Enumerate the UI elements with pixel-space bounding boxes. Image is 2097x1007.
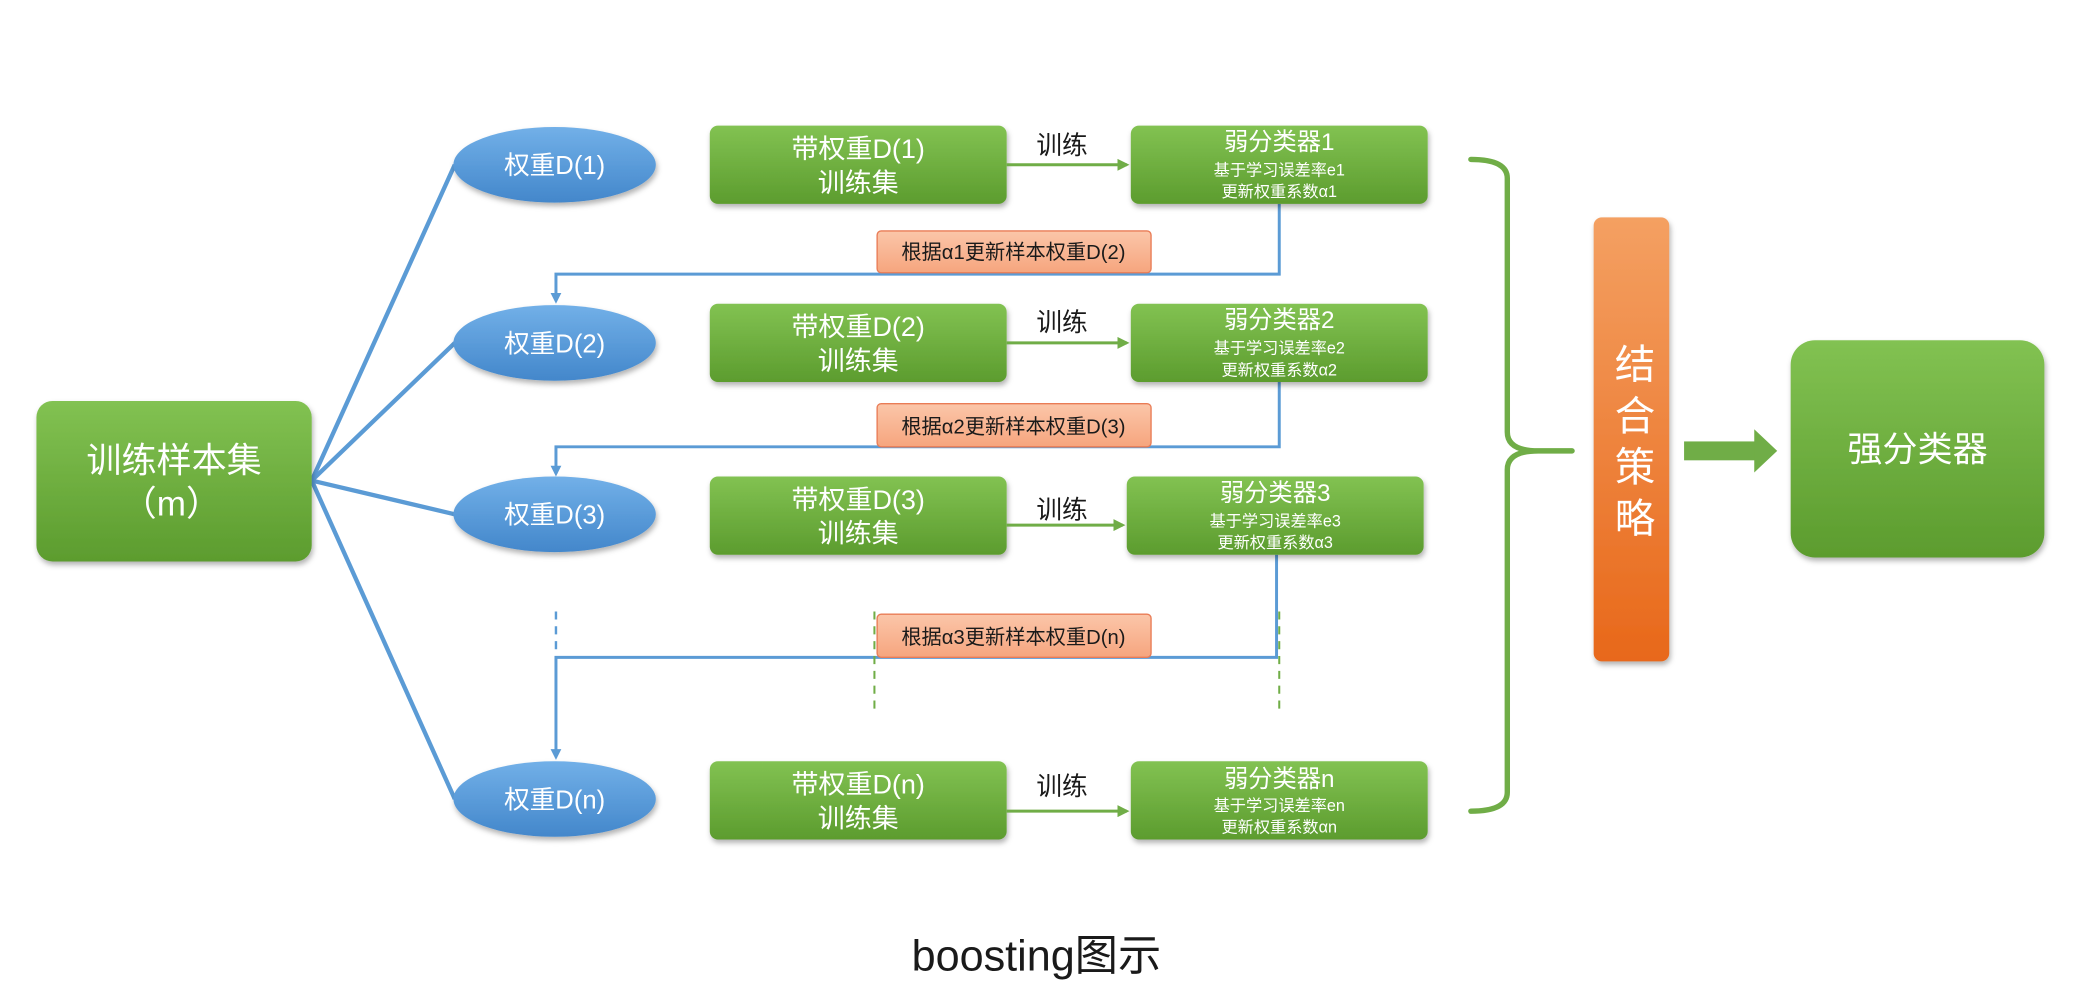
train-label: 训练	[1036, 131, 1087, 160]
weighted-set-box	[709, 125, 1007, 204]
weighted-set-box	[709, 303, 1007, 383]
weight-label: 权重D(3)	[504, 501, 605, 530]
weighted-set-title: 带权重D(n)	[792, 770, 925, 800]
update-label-3: 根据α3更新样本权重D(n)	[876, 613, 1152, 659]
update-label-2: 根据α2更新样本权重D(3)	[876, 402, 1152, 448]
weak-classifier-box	[1130, 303, 1428, 383]
weight-ellipse	[453, 761, 656, 837]
update-label-box	[876, 613, 1152, 659]
weak-classifier-alpha: 更新权重系数αn	[1222, 819, 1338, 837]
training-set-box: 训练样本集 （m）	[36, 400, 312, 562]
weighted-set-subtitle: 训练集	[818, 168, 899, 198]
update-connector-1	[550, 203, 1281, 304]
weighted-set-title: 带权重D(1)	[792, 134, 925, 164]
weak-classifier-alpha: 更新权重系数α3	[1217, 534, 1333, 552]
training-set-title: 训练样本集	[86, 441, 261, 480]
weak-classifier-title: 弱分类器1	[1224, 129, 1335, 156]
weight-label: 权重D(n)	[504, 785, 605, 814]
combine-strategy-rect	[1593, 217, 1670, 662]
output-arrow-head	[1754, 429, 1778, 473]
connector-to-weight-2	[310, 341, 457, 483]
weak-classifier-alpha: 更新权重系数α1	[1222, 183, 1338, 201]
weak-classifier-box	[1126, 476, 1424, 555]
weak-classifier-title: 弱分类器n	[1224, 766, 1335, 793]
round-row-n: 权重D(n) 带权重D(n) 训练集 训练 弱分类器n 基于学习误差率en 更新…	[453, 761, 1428, 840]
training-set-connectors	[309, 163, 457, 800]
strong-classifier-box: 强分类器	[1790, 340, 2045, 558]
update-label-box	[876, 402, 1152, 448]
weak-classifier-box	[1130, 125, 1428, 204]
update-label-1: 根据α1更新样本权重D(2)	[876, 230, 1152, 274]
weighted-set-box	[709, 476, 1007, 555]
round-row-2: 权重D(2) 带权重D(2) 训练集 训练 弱分类器2 基于学习误差率e2 更新…	[453, 303, 1428, 383]
strong-classifier-rect	[1790, 340, 2045, 558]
weighted-set-subtitle: 训练集	[818, 346, 899, 376]
weak-classifier-title: 弱分类器3	[1220, 480, 1331, 507]
train-label: 训练	[1036, 772, 1087, 801]
strong-classifier-label: 强分类器	[1847, 431, 1987, 470]
weak-classifier-title: 弱分类器2	[1224, 307, 1335, 334]
weight-ellipse	[453, 476, 656, 553]
update-label-text: 根据α1更新样本权重D(2)	[901, 241, 1125, 264]
weak-classifier-box	[1130, 761, 1428, 840]
combine-brace	[1468, 156, 1575, 814]
train-label: 训练	[1036, 308, 1087, 337]
update-label-box	[876, 230, 1152, 274]
round-row-3: 权重D(3) 带权重D(3) 训练集 训练 弱分类器3 基于学习误差率e3 更新…	[453, 476, 1424, 555]
update-label-text: 根据α3更新样本权重D(n)	[901, 626, 1125, 649]
training-set-rect	[36, 400, 312, 562]
update-label-text: 根据α2更新样本权重D(3)	[901, 415, 1125, 438]
round-row-1: 权重D(1) 带权重D(1) 训练集 训练 弱分类器1 基于学习误差率e1 更新…	[453, 125, 1428, 204]
weighted-set-title: 带权重D(3)	[792, 485, 925, 515]
combine-strategy-label: 结合策略	[1608, 343, 1654, 548]
weighted-set-subtitle: 训练集	[818, 519, 899, 549]
weight-ellipse	[453, 127, 656, 203]
weighted-set-subtitle: 训练集	[818, 803, 899, 833]
weak-classifier-error: 基于学习误差率e1	[1214, 162, 1345, 180]
weight-label: 权重D(2)	[504, 329, 605, 358]
output-arrow	[1684, 429, 1778, 473]
weak-classifier-error: 基于学习误差率en	[1214, 797, 1345, 815]
train-label: 训练	[1036, 495, 1087, 524]
diagram-caption: boosting图示	[912, 932, 1162, 980]
weak-classifier-error: 基于学习误差率e3	[1210, 512, 1341, 530]
weak-classifier-error: 基于学习误差率e2	[1214, 340, 1345, 358]
weight-label: 权重D(1)	[504, 151, 605, 180]
weighted-set-title: 带权重D(2)	[792, 312, 925, 342]
training-set-size: （m）	[122, 485, 221, 524]
weighted-set-box	[709, 761, 1007, 840]
connector-to-weight-n	[309, 479, 457, 800]
weak-classifier-alpha: 更新权重系数α2	[1222, 361, 1338, 379]
weight-ellipse	[453, 305, 656, 381]
output-arrow-shaft	[1684, 441, 1757, 461]
connector-to-weight-3	[311, 478, 456, 517]
combine-strategy-box: 结合策略	[1593, 217, 1670, 662]
connector-to-weight-1	[309, 163, 457, 482]
